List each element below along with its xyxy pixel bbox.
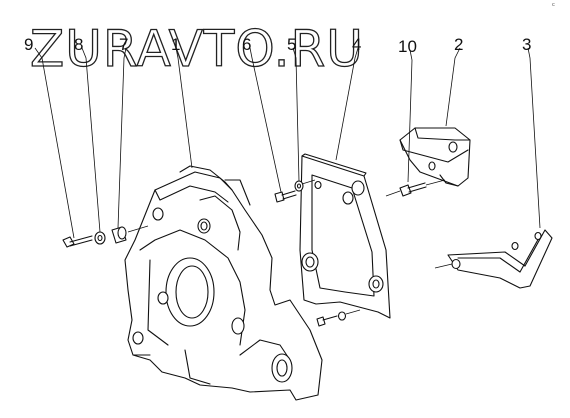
callout-1: 1: [171, 35, 180, 54]
part-8-washer: [94, 231, 106, 245]
part-10-bolt: [399, 182, 427, 197]
corner-mark: ᶜ: [552, 1, 555, 10]
callout-7: 7: [119, 35, 128, 54]
part-2-bracket: [399, 127, 471, 187]
callout-2: 2: [454, 35, 463, 54]
watermark-text: ZURAVTO.RU: [30, 20, 364, 78]
part-4-plate: [299, 153, 391, 319]
part-5-washer: [294, 180, 304, 192]
part-3-bracket: [447, 229, 553, 289]
part-6-bolt: [274, 190, 297, 203]
callout-5: 5: [287, 35, 296, 54]
callout-9: 9: [24, 35, 33, 54]
callout-8: 8: [74, 35, 83, 54]
part-9-bolt: [62, 235, 93, 248]
callout-10: 10: [398, 37, 417, 56]
part-1-housing: [124, 165, 323, 401]
assembly-lines: [127, 179, 453, 315]
leader-lines: [34, 47, 541, 239]
part-7-bushing: [111, 226, 127, 244]
callout-3: 3: [522, 35, 531, 54]
callout-labels: 9 8 7 1 6 5 4 10 2 3: [24, 35, 531, 56]
fastener-lower-plate: [316, 311, 347, 327]
callout-4: 4: [352, 35, 361, 54]
callout-6: 6: [242, 35, 251, 54]
